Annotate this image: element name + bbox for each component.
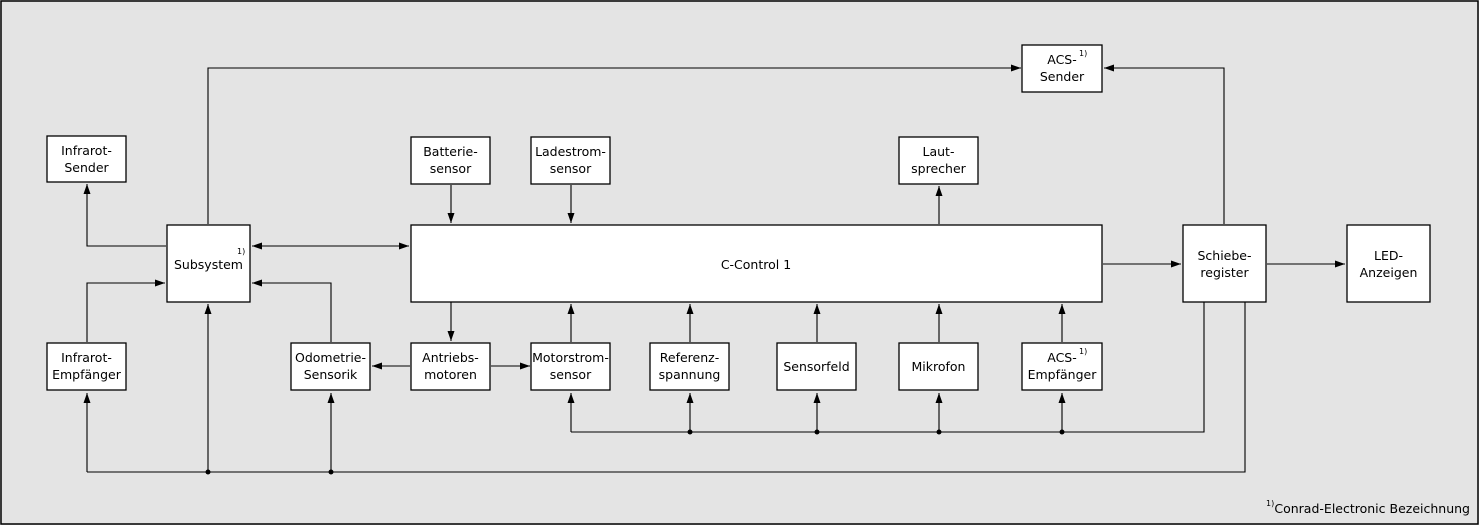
bus-schieberegister-sensors — [571, 302, 1205, 433]
bus-schieberegister-bottom — [87, 302, 1246, 473]
block-label-line: Infrarot- — [61, 350, 112, 365]
block-label-line: Subsystem — [174, 257, 243, 272]
block-lautsprecher: Laut- sprecher — [898, 136, 979, 185]
block-label-line: Antriebs- — [422, 350, 479, 365]
block-label-line: sensor — [430, 161, 472, 176]
footnote-marker: 1) — [1079, 347, 1087, 356]
block-acs-empfaenger: ACS- Empfänger 1) — [1021, 342, 1103, 391]
block-label-line: Laut- — [923, 144, 955, 159]
block-label-line: Mikrofon — [912, 359, 966, 374]
footnote-marker: 1) — [1266, 499, 1274, 508]
block-label-line: ACS- — [1047, 52, 1077, 67]
block-acs-sender: ACS- Sender 1) — [1021, 44, 1103, 93]
block-led-anzeigen: LED- Anzeigen — [1346, 224, 1431, 303]
wire-odometrie-subsystem — [252, 279, 332, 342]
block-label-line: Anzeigen — [1360, 265, 1418, 280]
block-batteriesensor: Batterie- sensor — [410, 136, 491, 185]
block-label-line: spannung — [659, 367, 721, 382]
block-label-line: Sender — [64, 160, 109, 175]
junction-dot — [687, 429, 693, 435]
block-label-line: Sensorik — [304, 367, 358, 382]
block-label-line: ACS- — [1047, 350, 1077, 365]
block-label-line: LED- — [1374, 248, 1403, 263]
block-c-control: C-Control 1 — [410, 224, 1103, 303]
block-label-line: Sensorfeld — [783, 359, 849, 374]
wire-schieberegister-acs-sender — [1104, 64, 1225, 224]
block-label-line: register — [1200, 265, 1249, 280]
block-label-line: Infrarot- — [61, 143, 112, 158]
block-infrarot-empfaenger: Infrarot- Empfänger — [46, 342, 127, 391]
block-ladestromsensor: Ladestrom- sensor — [530, 136, 611, 185]
block-antriebsmotoren: Antriebs- motoren — [410, 342, 491, 391]
junction-dot — [814, 429, 820, 435]
block-label-line: Odometrie- — [295, 350, 366, 365]
wire-infrarot-empfaenger-subsystem — [86, 279, 165, 342]
block-schieberegister: Schiebe- register — [1182, 224, 1267, 303]
wire-subsystem-acs-sender — [207, 64, 1021, 224]
block-infrarot-sender: Infrarot- Sender — [46, 135, 127, 183]
footnote-marker: 1) — [237, 247, 245, 256]
footnote: 1) Conrad-Electronic Bezeichnung — [1266, 499, 1470, 516]
block-odometrie-sensorik: Odometrie- Sensorik — [290, 342, 371, 391]
block-label-line: Referenz- — [660, 350, 719, 365]
block-motorstromsensor: Motorstrom- sensor — [530, 342, 611, 391]
wire-subsystem-infrarot-sender — [83, 184, 166, 247]
block-label-line: sensor — [550, 161, 592, 176]
footnote-text: Conrad-Electronic Bezeichnung — [1274, 501, 1470, 516]
connections — [83, 64, 1345, 475]
junction-dot — [1059, 429, 1065, 435]
block-label-line: Motorstrom- — [532, 350, 609, 365]
block-referenzspannung: Referenz- spannung — [649, 342, 730, 391]
block-sensorfeld: Sensorfeld — [776, 342, 857, 391]
footnote-marker: 1) — [1079, 49, 1087, 58]
block-label-line: sprecher — [911, 161, 966, 176]
block-label-line: Sender — [1040, 69, 1085, 84]
block-label-line: motoren — [424, 367, 477, 382]
junction-dot — [936, 429, 942, 435]
block-mikrofon: Mikrofon — [898, 342, 979, 391]
junction-dot — [328, 469, 334, 475]
block-subsystem: Subsystem 1) — [166, 224, 251, 303]
block-label-line: Ladestrom- — [535, 144, 606, 159]
block-label-line: Empfänger — [52, 367, 122, 382]
block-label-line: C-Control 1 — [721, 257, 791, 272]
block-label-line: Batterie- — [423, 144, 478, 159]
block-label-line: Schiebe- — [1197, 248, 1251, 263]
junction-dot — [205, 469, 211, 475]
block-label-line: Empfänger — [1028, 367, 1098, 382]
block-label-line: sensor — [550, 367, 592, 382]
